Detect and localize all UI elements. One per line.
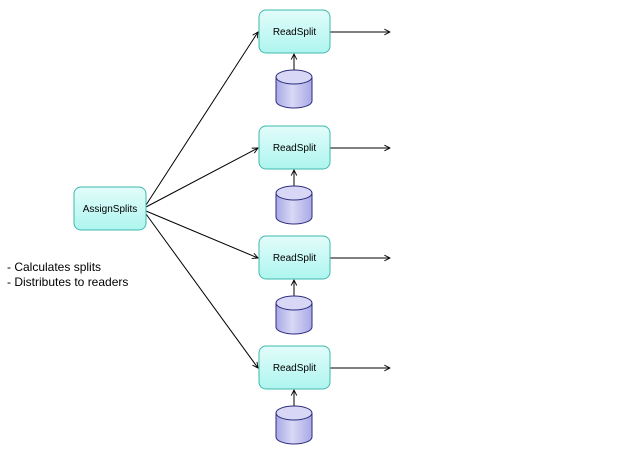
readsplit-label-1: ReadSplit (273, 27, 317, 38)
database-icon (275, 405, 313, 445)
note-line-calculates: - Calculates splits (7, 260, 101, 274)
edge-assign-to-readsplit-2 (145, 148, 258, 208)
edge-assign-to-readsplit-1 (145, 32, 258, 206)
note-line-distributes: - Distributes to readers (7, 275, 128, 289)
assign-notes: - Calculates splits - Distributes to rea… (7, 260, 128, 289)
assign-splits-label: AssignSplits (83, 204, 137, 215)
readsplit-label-4: ReadSplit (273, 363, 317, 374)
output-edges (330, 32, 390, 368)
database-icon (275, 295, 313, 335)
readsplit-node-3: ReadSplit (258, 235, 331, 280)
readsplit-label-3: ReadSplit (273, 253, 317, 264)
readsplit-node-1: ReadSplit (258, 9, 331, 54)
readsplit-node-2: ReadSplit (258, 125, 331, 170)
assign-splits-node: AssignSplits (73, 186, 147, 231)
assign-edges (145, 32, 258, 368)
edge-assign-to-readsplit-4 (145, 213, 258, 368)
database-icon (275, 69, 313, 109)
database-icon (275, 185, 313, 225)
readsplit-node-4: ReadSplit (258, 345, 331, 390)
readsplit-label-2: ReadSplit (273, 143, 317, 154)
edge-assign-to-readsplit-3 (145, 210, 258, 258)
